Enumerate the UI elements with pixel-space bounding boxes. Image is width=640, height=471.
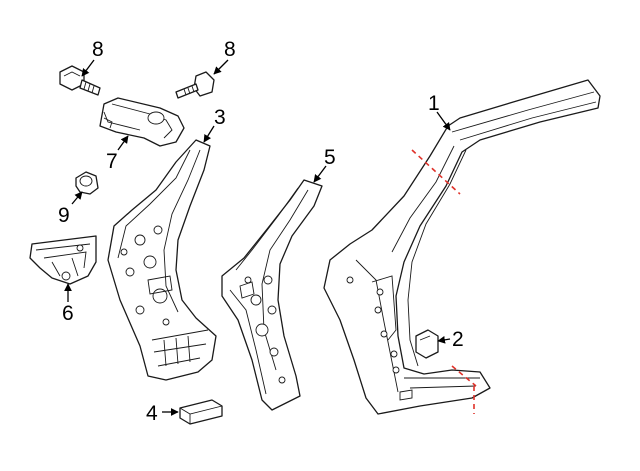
callout-1: 1 — [428, 92, 440, 115]
leader-9 — [71, 191, 83, 205]
cut-line-upper — [411, 149, 461, 195]
plug-part-2 — [415, 329, 439, 359]
bolt-left — [59, 65, 101, 96]
leader-2 — [437, 335, 451, 344]
callout-5: 5 — [324, 146, 336, 169]
leader-8-left — [81, 59, 95, 77]
pillar-inner-part-3 — [107, 139, 217, 381]
outer-pillar-part-1 — [323, 79, 601, 415]
callout-3: 3 — [214, 106, 226, 129]
callout-4: 4 — [146, 402, 158, 425]
callout-8-left: 8 — [92, 38, 104, 61]
leader-8-right — [213, 59, 229, 75]
callout-8-right: 8 — [224, 38, 236, 61]
leader-1 — [436, 111, 451, 131]
block-part-4 — [179, 399, 223, 425]
leader-3 — [203, 125, 215, 143]
bracket-part-7 — [99, 97, 185, 147]
nut-part-9 — [75, 171, 99, 195]
callout-2: 2 — [452, 328, 464, 351]
callout-9: 9 — [58, 204, 70, 227]
bracket-part-6 — [29, 235, 97, 285]
leader-7 — [117, 135, 129, 151]
pillar-reinforcement-part-5 — [221, 179, 323, 411]
bolt-right — [175, 71, 215, 99]
leader-5 — [313, 165, 327, 183]
callout-7: 7 — [106, 150, 118, 173]
callout-6: 6 — [62, 302, 74, 325]
